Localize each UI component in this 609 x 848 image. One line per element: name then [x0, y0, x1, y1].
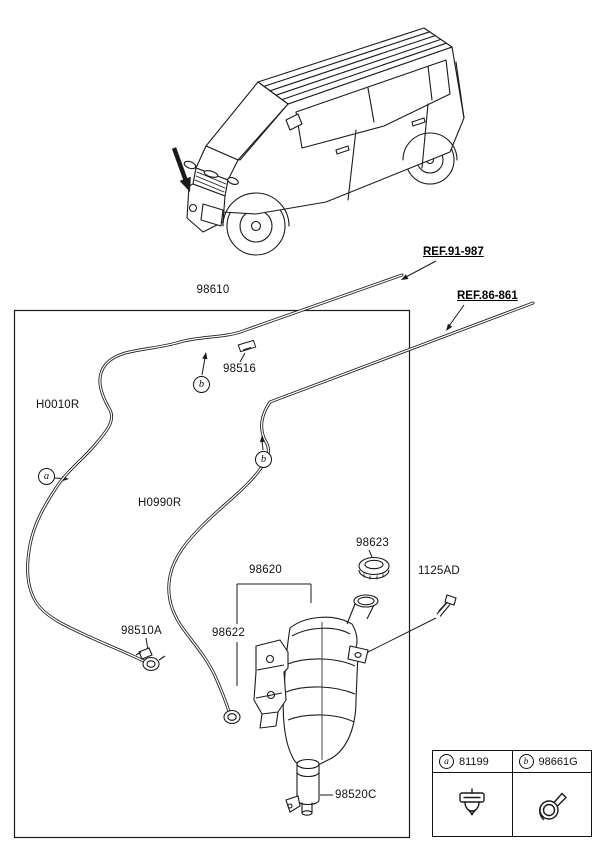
hose-clamp-98510a: [135, 647, 166, 672]
mounting-bracket: [253, 639, 289, 729]
filler-neck: [346, 594, 379, 625]
label-rear-hose: H0990R: [138, 497, 182, 509]
ref-86-861-link[interactable]: REF.86-861: [457, 290, 518, 302]
legend-item-b: b 98661G: [511, 751, 591, 836]
legend-table: a 81199 b 98661G: [432, 750, 592, 837]
label-washer-pump: 98520C: [335, 789, 377, 801]
location-arrow: [171, 147, 191, 192]
screw-1125ad: [436, 594, 457, 617]
label-screw: 1125AD: [418, 565, 460, 577]
marker-a: a: [38, 468, 55, 485]
legend-part-b: 98661G: [538, 755, 578, 768]
marker-b-2: b: [255, 451, 272, 468]
vehicle-illustration: [171, 27, 465, 256]
legend-item-a: a 81199: [433, 751, 512, 836]
ref-91-987-link[interactable]: REF.91-987: [423, 246, 484, 258]
label-reservoir: 98620: [249, 564, 282, 576]
filler-cap: [358, 556, 390, 580]
label-front-hose: H0010R: [36, 399, 80, 411]
hose-connector-98516: [237, 339, 257, 353]
diagram-box: [13, 309, 411, 839]
label-filler-cap: 98623: [356, 537, 389, 549]
reservoir-tank: [282, 616, 369, 769]
pump-grommet: [223, 709, 241, 725]
spring-clamp-icon: [538, 792, 567, 820]
label-bracket: 98622: [212, 627, 245, 639]
label-connector: 98516: [223, 363, 256, 375]
rear-washer-hose: [167, 301, 535, 714]
front-washer-hose: [26, 273, 404, 666]
marker-b-1: b: [193, 376, 210, 393]
legend-marker-b: b: [518, 754, 534, 769]
leader-lines: [53, 260, 465, 796]
washer-pump: [285, 758, 320, 816]
legend-marker-a: a: [439, 754, 454, 769]
hose-clip-icon: [459, 787, 485, 815]
leader-arrowheads: [61, 274, 453, 482]
legend-part-a: 81199: [459, 755, 489, 768]
label-hose-assembly: 98610: [196, 284, 230, 296]
label-hose-clamp: 98510A: [121, 625, 162, 637]
